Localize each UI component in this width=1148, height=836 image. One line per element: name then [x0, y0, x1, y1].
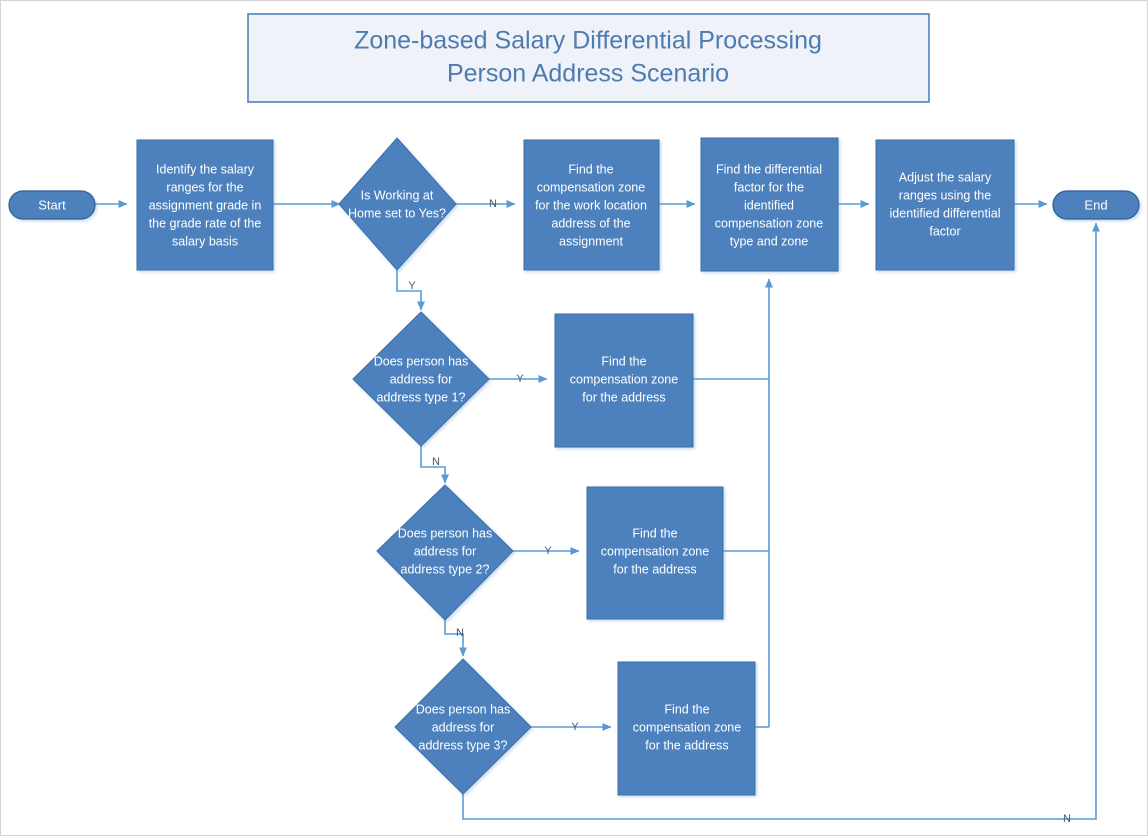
node-decision-address-type-2[interactable]: Does person has address for address type… — [376, 484, 514, 621]
title-line-2: Person Address Scenario — [447, 60, 729, 88]
node-factor-line-4: type and zone — [730, 234, 809, 248]
node-find-differential-factor[interactable]: Find the differential factor for the ide… — [700, 137, 839, 272]
node-zone3-line-2: for the address — [645, 738, 728, 752]
edge-label-wah-no: N — [489, 198, 497, 210]
node-start-label: Start — [38, 197, 66, 212]
node-factor-line-0: Find the differential — [716, 162, 822, 176]
node-zone1-line-2: for the address — [582, 390, 665, 404]
node-identify-line-4: salary basis — [172, 234, 238, 248]
node-adjust-line-2: identified differential — [890, 206, 1001, 220]
node-zone2-line-1: compensation zone — [601, 544, 709, 558]
node-wah-line-0: Is Working at — [361, 188, 434, 202]
node-zone2-line-0: Find the — [632, 526, 677, 540]
node-adjust-salary-ranges[interactable]: Adjust the salary ranges using the ident… — [875, 139, 1015, 271]
edge-label-addr3-yes: Y — [571, 721, 579, 733]
node-start[interactable]: Start — [8, 190, 96, 220]
edge-labels: N Y Y N Y N Y N — [408, 198, 1071, 825]
node-worklocation-line-2: for the work location — [535, 198, 647, 212]
connector-addr1-no — [420, 446, 449, 484]
node-addr1-line-0: Does person has — [374, 354, 469, 368]
node-factor-line-3: compensation zone — [715, 216, 823, 230]
node-adjust-line-0: Adjust the salary — [899, 170, 992, 184]
connector-addr2-no — [444, 620, 467, 657]
node-worklocation-line-3: address of the — [551, 216, 630, 230]
node-addr1-line-2: address type 1? — [377, 390, 466, 404]
connector-wah-yes — [396, 270, 425, 311]
title-line-1: Zone-based Salary Differential Processin… — [354, 27, 822, 55]
node-factor-line-2: identified — [744, 198, 794, 212]
node-adjust-line-3: factor — [929, 224, 960, 238]
edge-label-addr1-no: N — [432, 456, 440, 468]
node-identify-salary-ranges[interactable]: Identify the salary ranges for the assig… — [136, 139, 274, 271]
edge-label-wah-yes: Y — [408, 280, 416, 292]
title-box: Zone-based Salary Differential Processin… — [247, 13, 930, 103]
node-identify-line-0: Identify the salary — [156, 162, 255, 176]
node-addr1-line-1: address for — [390, 372, 453, 386]
edge-label-addr3-no: N — [1063, 813, 1071, 825]
edge-label-addr1-yes: Y — [516, 373, 524, 385]
connectors — [94, 200, 1100, 820]
node-identify-line-3: the grade rate of the — [149, 216, 262, 230]
node-find-zone-address-2[interactable]: Find the compensation zone for the addre… — [586, 486, 724, 620]
node-addr3-line-2: address type 3? — [419, 738, 508, 752]
edge-label-addr2-yes: Y — [544, 545, 552, 557]
node-addr2-line-1: address for — [414, 544, 477, 558]
node-find-zone-work-location[interactable]: Find the compensation zone for the work … — [523, 139, 660, 271]
connector-addr3-no-to-end — [462, 222, 1100, 820]
node-find-zone-address-1[interactable]: Find the compensation zone for the addre… — [554, 313, 694, 448]
node-zone3-line-0: Find the — [664, 702, 709, 716]
node-factor-line-1: factor for the — [734, 180, 804, 194]
node-identify-line-2: assignment grade in — [149, 198, 262, 212]
node-adjust-line-1: ranges using the — [899, 188, 991, 202]
node-worklocation-line-1: compensation zone — [537, 180, 645, 194]
node-addr2-line-0: Does person has — [398, 526, 493, 540]
node-wah-line-1: Home set to Yes? — [348, 206, 446, 220]
node-decision-address-type-1[interactable]: Does person has address for address type… — [352, 311, 490, 447]
node-identify-line-1: ranges for the — [166, 180, 243, 194]
node-addr2-line-2: address type 2? — [401, 562, 490, 576]
node-end[interactable]: End — [1052, 190, 1140, 220]
node-zone3-line-1: compensation zone — [633, 720, 741, 734]
node-zone2-line-2: for the address — [613, 562, 696, 576]
node-zone1-line-0: Find the — [601, 354, 646, 368]
node-decision-address-type-3[interactable]: Does person has address for address type… — [394, 658, 532, 795]
node-worklocation-line-0: Find the — [568, 162, 613, 176]
node-find-zone-address-3[interactable]: Find the compensation zone for the addre… — [617, 661, 756, 796]
node-decision-working-at-home[interactable]: Is Working at Home set to Yes? — [338, 137, 457, 271]
node-end-label: End — [1084, 197, 1107, 212]
node-addr3-line-1: address for — [432, 720, 495, 734]
node-worklocation-line-4: assignment — [559, 234, 623, 248]
edge-label-addr2-no: N — [456, 627, 464, 639]
node-zone1-line-1: compensation zone — [570, 372, 678, 386]
node-addr3-line-0: Does person has — [416, 702, 511, 716]
